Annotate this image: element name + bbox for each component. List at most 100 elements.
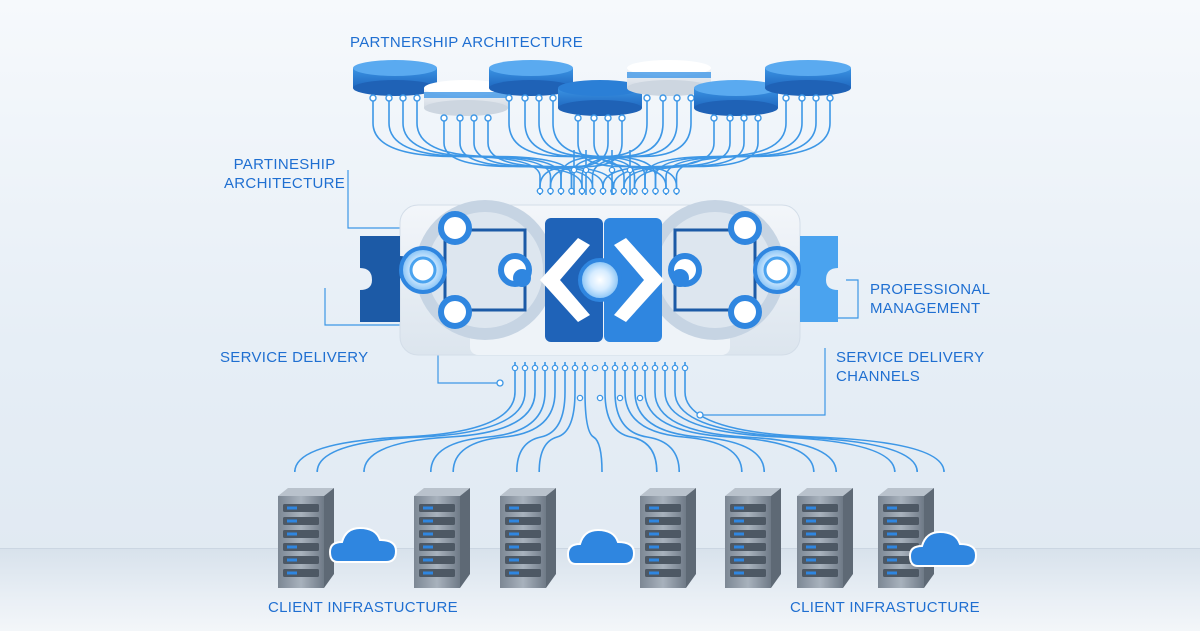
top-disc-row: [353, 60, 851, 122]
server-slot: [505, 504, 541, 512]
node-dot: [620, 187, 628, 195]
server-slot: [645, 517, 681, 525]
node-dot: [578, 187, 586, 195]
label-client-infrastructure-left: CLIENT INFRASTUCTURE: [268, 599, 458, 616]
node-ring: [438, 211, 472, 245]
node-dot: [604, 114, 612, 122]
server-slot: [283, 517, 319, 525]
node-dot: [631, 364, 639, 372]
connection-line: [604, 362, 658, 473]
node-dot: [740, 114, 748, 122]
connection-line: [654, 362, 837, 473]
server-slot: [419, 543, 455, 551]
database-disc-icon: [765, 60, 851, 102]
cloud-icon: [566, 528, 636, 565]
server-rack-icon: [500, 488, 556, 588]
node-dot: [621, 364, 629, 372]
node-dot: [611, 364, 619, 372]
node-dot: [369, 94, 377, 102]
node-dot: [652, 187, 659, 195]
node-dot: [531, 364, 539, 372]
node-dot: [456, 114, 464, 122]
server-slot: [419, 517, 455, 525]
server-slot: [645, 543, 681, 551]
node-dot: [643, 94, 651, 102]
node-dot: [616, 394, 624, 402]
server-rack-icon: [725, 488, 781, 588]
node-dot: [618, 114, 626, 122]
connection-line: [584, 362, 603, 473]
server-slot: [283, 569, 319, 577]
server-slot: [283, 530, 319, 538]
connection-line: [452, 362, 556, 473]
node-dot: [673, 187, 680, 195]
gear-node-icon: [399, 200, 555, 340]
server-slot: [883, 543, 919, 551]
server-slot: [883, 517, 919, 525]
node-dot: [671, 364, 679, 372]
connection-line: [675, 98, 831, 195]
server-slot: [802, 569, 838, 577]
database-disc-icon: [489, 60, 573, 102]
node-dot: [798, 94, 806, 102]
server-slot: [802, 543, 838, 551]
server-slot: [505, 530, 541, 538]
connection-line: [591, 98, 692, 195]
database-disc-icon: [627, 60, 711, 102]
puzzle-piece-icon: [790, 236, 838, 322]
node-dot: [581, 364, 589, 372]
node-dot: [535, 94, 543, 102]
server-slot: [730, 569, 766, 577]
cloud-icon: [908, 530, 978, 567]
gear-node-icon: [645, 200, 801, 340]
leader-line: [324, 288, 404, 326]
connection-line: [487, 118, 615, 195]
node-dot: [641, 187, 649, 195]
node-dot: [505, 94, 513, 102]
node-dot: [570, 166, 578, 174]
node-dot: [651, 364, 659, 372]
node-dot: [710, 114, 718, 122]
connection-line: [634, 362, 765, 473]
node-dot: [549, 94, 557, 102]
node-dot: [659, 94, 667, 102]
server-slot: [883, 530, 919, 538]
node-dot: [561, 364, 569, 372]
node-dot: [754, 114, 762, 122]
node-dot: [551, 364, 559, 372]
server-slot: [283, 504, 319, 512]
glow-node: [578, 258, 622, 302]
node-dot: [673, 94, 681, 102]
top-connection-lines: [372, 98, 831, 195]
server-slot: [283, 556, 319, 564]
node-dot: [599, 187, 607, 195]
server-slot: [802, 517, 838, 525]
server-slot: [802, 504, 838, 512]
node-dot: [626, 166, 634, 174]
node-dot: [536, 187, 544, 195]
server-slot: [419, 569, 455, 577]
server-slot: [645, 556, 681, 564]
server-slot: [730, 530, 766, 538]
server-row: [278, 488, 934, 588]
node-dot: [547, 187, 554, 195]
connection-line: [684, 362, 945, 473]
server-slot: [645, 504, 681, 512]
node-dot: [511, 364, 519, 372]
server-slot: [419, 556, 455, 564]
connection-line: [674, 362, 918, 473]
node-dot: [589, 187, 596, 195]
server-slot: [283, 543, 319, 551]
node-dot: [608, 166, 616, 174]
node-dot: [521, 364, 529, 372]
cloud-icon: [328, 526, 398, 563]
leader-line: [437, 348, 500, 384]
node-ring: [728, 295, 762, 329]
node-dot: [574, 114, 582, 122]
node-dot: [636, 394, 644, 402]
node-dot: [440, 114, 448, 122]
server-slot: [505, 543, 541, 551]
node-dot: [601, 364, 609, 372]
node-dot: [662, 187, 670, 195]
label-professional-management: PROFESSIONAL MANAGEMENT: [870, 280, 990, 318]
